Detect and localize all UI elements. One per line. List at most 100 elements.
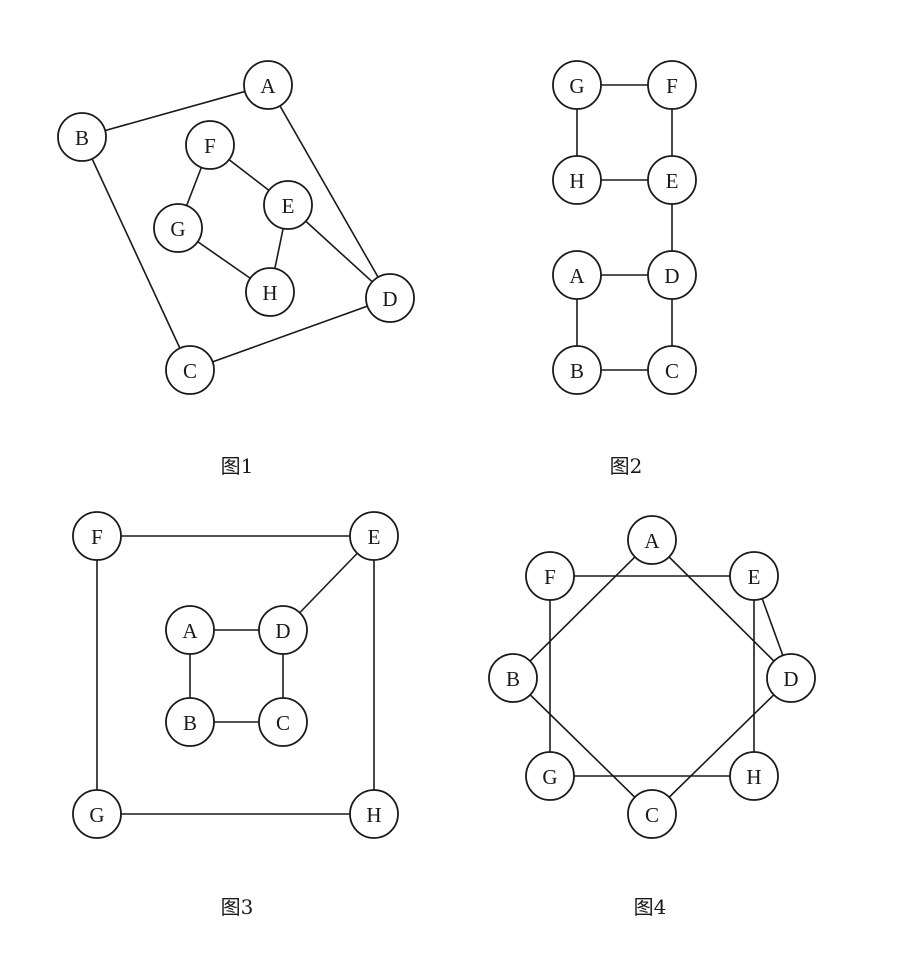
edge-b-c <box>512 677 653 815</box>
figure-2-caption: 图2 <box>610 454 643 478</box>
node-circle <box>72 789 122 839</box>
node-f: F <box>72 511 122 561</box>
node-circle <box>349 789 399 839</box>
node-label: G <box>569 74 584 98</box>
node-circle <box>185 120 235 170</box>
edge-a-b <box>512 539 653 679</box>
node-c: C <box>165 345 215 395</box>
node-circle <box>263 180 313 230</box>
node-label: G <box>170 217 185 241</box>
node-label: F <box>544 565 556 589</box>
node-circle <box>525 751 575 801</box>
node-circle <box>552 345 602 395</box>
node-label: B <box>183 711 197 735</box>
figure-2: G F H E A D B C 图2 <box>552 60 697 478</box>
node-e: E <box>647 155 697 205</box>
node-circle <box>72 511 122 561</box>
node-d: D <box>258 605 308 655</box>
node-f: F <box>185 120 235 170</box>
node-label: F <box>91 525 103 549</box>
node-g: G <box>72 789 122 839</box>
node-circle <box>766 653 816 703</box>
figure-1-nodes: A B C D E F G H <box>57 60 415 395</box>
node-label: E <box>748 565 761 589</box>
node-circle <box>552 250 602 300</box>
node-b: B <box>488 653 538 703</box>
node-circle <box>729 551 779 601</box>
figure-1-edges <box>81 84 391 371</box>
figure-3-caption: 图3 <box>221 895 254 919</box>
node-h: H <box>245 267 295 317</box>
node-c: C <box>627 789 677 839</box>
node-label: C <box>645 803 659 827</box>
node-label: A <box>182 619 198 643</box>
node-circle <box>552 60 602 110</box>
node-f: F <box>525 551 575 601</box>
node-h: H <box>729 751 779 801</box>
node-a: A <box>243 60 293 110</box>
node-d: D <box>365 273 415 323</box>
node-circle <box>165 345 215 395</box>
node-f: F <box>647 60 697 110</box>
edge-a-b <box>81 84 269 138</box>
node-circle <box>647 250 697 300</box>
node-label: C <box>276 711 290 735</box>
node-label: F <box>666 74 678 98</box>
node-circle <box>647 155 697 205</box>
node-h: H <box>349 789 399 839</box>
node-h: H <box>552 155 602 205</box>
figure-4-edges <box>512 539 792 815</box>
node-g: G <box>552 60 602 110</box>
node-circle <box>258 697 308 747</box>
node-b: B <box>165 697 215 747</box>
node-circle <box>153 203 203 253</box>
node-label: A <box>260 74 276 98</box>
node-label: E <box>282 194 295 218</box>
node-circle <box>243 60 293 110</box>
edge-c-d <box>189 297 391 371</box>
node-label: H <box>569 169 584 193</box>
node-label: G <box>89 803 104 827</box>
node-a: A <box>552 250 602 300</box>
node-circle <box>647 345 697 395</box>
node-label: E <box>368 525 381 549</box>
node-circle <box>165 605 215 655</box>
figure-1: A B C D E F G H 图1 <box>57 60 415 478</box>
node-circle <box>365 273 415 323</box>
node-g: G <box>153 203 203 253</box>
figure-4-nodes: A F E B D G H C <box>488 515 816 839</box>
edge-d-a <box>267 84 391 299</box>
node-label: B <box>570 359 584 383</box>
node-label: D <box>382 287 397 311</box>
node-d: D <box>766 653 816 703</box>
node-label: E <box>666 169 679 193</box>
node-label: D <box>275 619 290 643</box>
node-circle <box>349 511 399 561</box>
node-label: C <box>183 359 197 383</box>
node-a: A <box>627 515 677 565</box>
node-label: A <box>644 529 660 553</box>
node-g: G <box>525 751 575 801</box>
node-label: G <box>542 765 557 789</box>
edge-d-a <box>651 539 792 679</box>
node-label: F <box>204 134 216 158</box>
figure-1-caption: 图1 <box>221 454 254 478</box>
node-circle <box>245 267 295 317</box>
node-circle <box>729 751 779 801</box>
node-label: B <box>506 667 520 691</box>
node-circle <box>165 697 215 747</box>
edge-b-c <box>81 136 191 371</box>
node-label: A <box>569 264 585 288</box>
figure-2-nodes: G F H E A D B C <box>552 60 697 395</box>
node-b: B <box>57 112 107 162</box>
node-circle <box>57 112 107 162</box>
node-label: D <box>664 264 679 288</box>
node-label: H <box>262 281 277 305</box>
figure-4-caption: 图4 <box>634 895 667 919</box>
node-circle <box>488 653 538 703</box>
node-c: C <box>647 345 697 395</box>
node-e: E <box>729 551 779 601</box>
figure-3-nodes: F E A D B C G H <box>72 511 399 839</box>
node-e: E <box>263 180 313 230</box>
